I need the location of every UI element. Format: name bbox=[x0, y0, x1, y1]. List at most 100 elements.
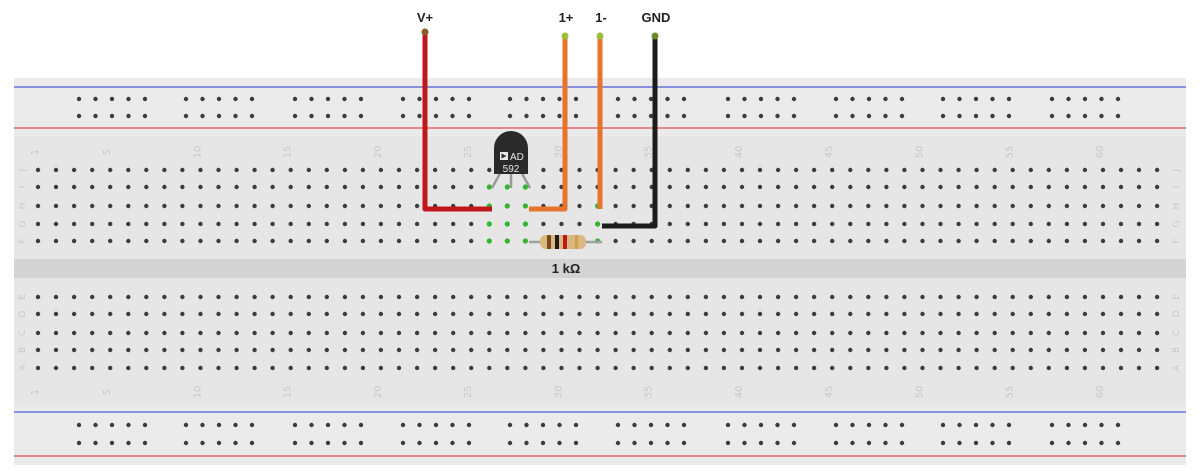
breadboard-hole bbox=[71, 365, 77, 371]
ad592-sensor[interactable]: AD 592 bbox=[490, 131, 532, 189]
breadboard-hole bbox=[234, 203, 239, 209]
rail-hole bbox=[742, 440, 747, 446]
breadboard-hole bbox=[631, 347, 636, 353]
breadboard-hole bbox=[144, 311, 149, 317]
breadboard-hole bbox=[866, 365, 871, 371]
breadboard-hole bbox=[1028, 330, 1034, 336]
breadboard-hole bbox=[378, 347, 384, 353]
breadboard-hole bbox=[577, 365, 582, 371]
breadboard-hole bbox=[956, 184, 961, 190]
rail-hole bbox=[866, 440, 872, 446]
breadboard-hole bbox=[234, 347, 239, 353]
breadboard-hole bbox=[432, 365, 438, 371]
column-number: 55 bbox=[1005, 146, 1016, 159]
breadboard-hole bbox=[270, 221, 275, 227]
breadboard-hole bbox=[1064, 365, 1070, 371]
breadboard-hole bbox=[306, 238, 311, 244]
wire-one-plus[interactable] bbox=[529, 36, 568, 212]
breadboard-hole bbox=[848, 203, 853, 209]
breadboard-hole bbox=[793, 203, 799, 209]
breadboard-hole bbox=[252, 330, 257, 336]
row-letter: I bbox=[1172, 186, 1182, 189]
rail-hole bbox=[249, 422, 255, 428]
rail-hole bbox=[417, 96, 422, 102]
breadboard-hole bbox=[71, 203, 77, 209]
rail-hole bbox=[899, 96, 905, 102]
breadboard-hole bbox=[848, 347, 853, 353]
rail-hole bbox=[400, 422, 406, 428]
breadboard-hole bbox=[414, 294, 420, 300]
breadboard-hole bbox=[559, 221, 564, 227]
rail-hole bbox=[850, 113, 855, 119]
rail-hole bbox=[1082, 422, 1088, 428]
breadboard-hole bbox=[288, 365, 293, 371]
breadboard-hole bbox=[848, 221, 853, 227]
sensor-logo-triangle bbox=[501, 153, 507, 159]
rail-hole bbox=[233, 440, 238, 446]
rail-hole bbox=[681, 422, 687, 428]
breadboard-hole bbox=[1010, 221, 1015, 227]
rail-hole bbox=[957, 422, 962, 428]
breadboard-hole bbox=[180, 167, 185, 173]
breadboard-hole bbox=[451, 221, 456, 227]
row-letter: E bbox=[1172, 294, 1182, 300]
wire-gnd[interactable] bbox=[602, 36, 658, 229]
breadboard-hole bbox=[902, 347, 907, 353]
rail-hole bbox=[325, 96, 331, 102]
breadboard-hole bbox=[252, 365, 257, 371]
rail-hole bbox=[540, 113, 546, 119]
breadboard-hole bbox=[53, 238, 59, 244]
breadboard-hole bbox=[234, 167, 239, 173]
rail-hole bbox=[557, 96, 562, 102]
breadboard-hole bbox=[884, 221, 889, 227]
breadboard-hole bbox=[306, 221, 311, 227]
rail-hole bbox=[557, 440, 562, 446]
resistor-1k[interactable] bbox=[529, 235, 602, 249]
breadboard-hole bbox=[1154, 221, 1160, 227]
breadboard-hole bbox=[198, 221, 203, 227]
breadboard-hole bbox=[1010, 365, 1015, 371]
label-vplus: V+ bbox=[417, 10, 434, 25]
rail-hole bbox=[1099, 113, 1104, 119]
breadboard-hole bbox=[378, 167, 384, 173]
breadboard-hole bbox=[793, 184, 799, 190]
breadboard-hole bbox=[53, 221, 59, 227]
rail-hole bbox=[648, 422, 654, 428]
label-gnd: GND bbox=[642, 10, 671, 25]
breadboard-hole bbox=[378, 311, 384, 317]
rail-hole bbox=[973, 422, 979, 428]
breadboard-hole bbox=[974, 347, 979, 353]
breadboard-hole bbox=[126, 184, 131, 190]
breadboard-hole bbox=[631, 294, 636, 300]
breadboard-hole bbox=[522, 184, 529, 190]
breadboard-hole bbox=[378, 294, 384, 300]
breadboard-hole bbox=[144, 347, 149, 353]
breadboard-hole bbox=[432, 294, 438, 300]
breadboard-hole bbox=[974, 221, 979, 227]
breadboard-hole bbox=[1028, 311, 1034, 317]
breadboard-hole bbox=[1064, 184, 1070, 190]
rail-hole bbox=[1099, 96, 1104, 102]
breadboard-hole bbox=[920, 167, 925, 173]
breadboard-hole bbox=[1154, 167, 1160, 173]
breadboard-hole bbox=[938, 184, 943, 190]
breadboard-hole bbox=[848, 311, 853, 317]
breadboard-hole bbox=[775, 238, 781, 244]
rail-hole bbox=[200, 422, 205, 428]
wire-vplus[interactable] bbox=[422, 32, 492, 212]
breadboard-hole bbox=[613, 167, 618, 173]
rail-hole bbox=[883, 440, 888, 446]
breadboard-hole bbox=[360, 167, 366, 173]
breadboard-hole bbox=[216, 365, 221, 371]
column-number: 15 bbox=[283, 386, 294, 399]
breadboard-hole bbox=[848, 294, 853, 300]
breadboard-hole bbox=[53, 167, 59, 173]
breadboard-hole bbox=[902, 238, 907, 244]
breadboard-hole bbox=[1046, 330, 1052, 336]
rail-hole bbox=[973, 440, 979, 446]
breadboard-hole bbox=[541, 167, 546, 173]
wire-one-minus-end bbox=[596, 32, 604, 40]
breadboard-hole bbox=[234, 294, 239, 300]
row-letter: A bbox=[18, 364, 28, 371]
